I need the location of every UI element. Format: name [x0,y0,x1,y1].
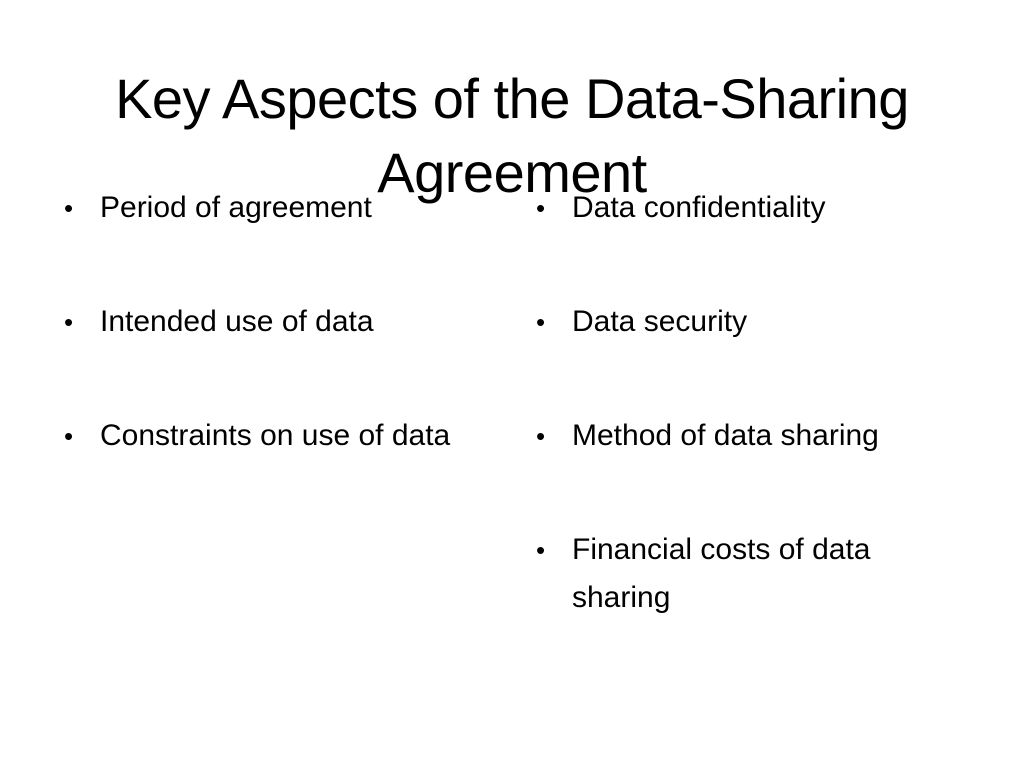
bullet-dot-icon: • [536,535,546,565]
bullet-dot-icon: • [536,193,546,223]
bullet-text: Method of data sharing [572,419,879,452]
bullet-text: Period of agreement [100,191,372,224]
bullet-item: • Constraints on use of data [56,412,476,460]
bullet-item: • Data confidentiality [528,184,968,232]
bullet-item: • Financial costs of data sharing [528,526,968,622]
bullet-dot-icon: • [64,307,74,337]
bullet-item: • Intended use of data [56,298,476,346]
bullet-dot-icon: • [536,307,546,337]
bullet-text: Intended use of data [100,305,374,338]
right-bullet-list: • Data confidentiality • Data security •… [528,184,968,688]
bullet-dot-icon: • [64,421,74,451]
bullet-text: Data security [572,305,748,338]
bullet-item: • Data security [528,298,968,346]
bullet-dot-icon: • [536,421,546,451]
bullet-text: Financial costs of data sharing [572,533,871,614]
bullet-text: Constraints on use of data [100,419,451,452]
bullet-item: • Period of agreement [56,184,476,232]
bullet-dot-icon: • [64,193,74,223]
bullet-item: • Method of data sharing [528,412,968,460]
left-bullet-list: • Period of agreement • Intended use of … [56,184,476,526]
slide-title: Key Aspects of the Data-Sharing Agreemen… [115,66,909,204]
bullet-text: Data confidentiality [572,191,826,224]
